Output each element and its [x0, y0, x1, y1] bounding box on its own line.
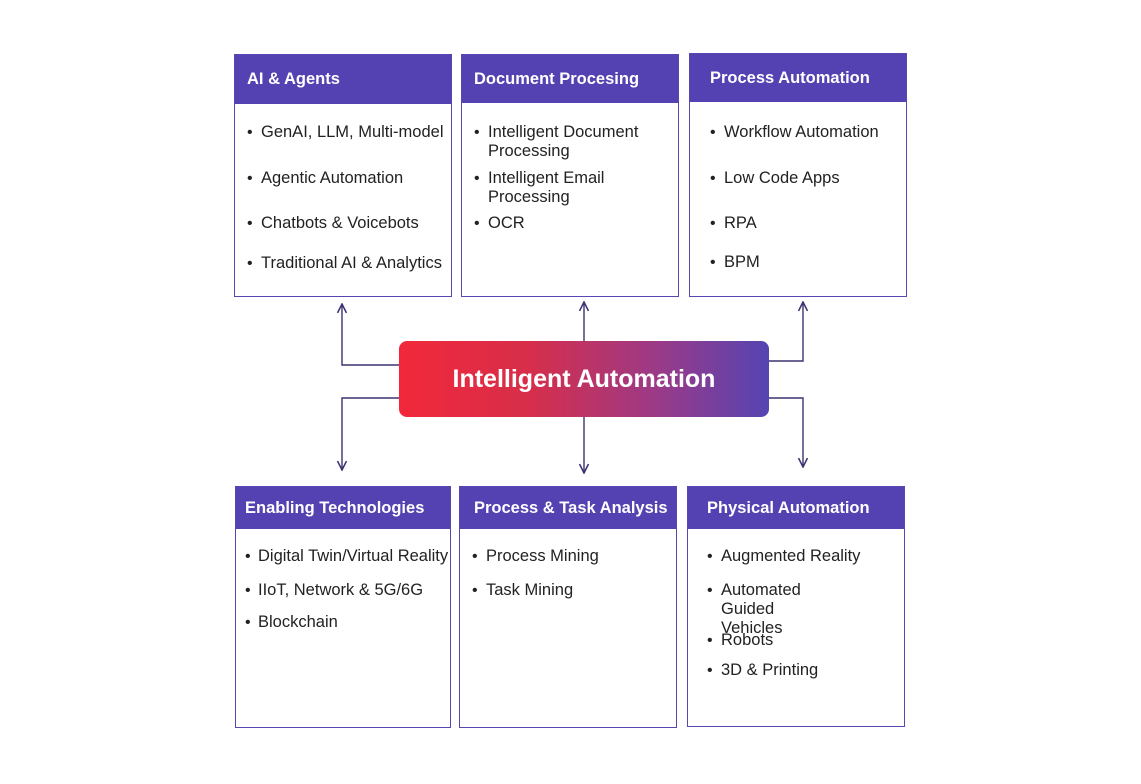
- list-item: •Augmented Reality: [707, 547, 861, 565]
- list-item: •Traditional AI & Analytics: [247, 254, 442, 272]
- list-item: •Task Mining: [472, 581, 574, 599]
- list-item: •Robots: [707, 631, 774, 649]
- box-enabling-technologies: Enabling Technologies •Digital Twin/Virt…: [235, 486, 451, 728]
- list-item: •Chatbots & Voicebots: [247, 214, 419, 232]
- box-title: Process Automation: [690, 54, 906, 102]
- connector-enabling-technologies: [342, 397, 399, 470]
- list-item: •3D & Printing: [707, 661, 819, 679]
- list-item: •Intelligent Document Processing: [474, 123, 639, 160]
- connector-process-automation: [769, 302, 803, 362]
- box-title: Enabling Technologies: [236, 487, 450, 529]
- list-item: •IIoT, Network & 5G/6G: [245, 581, 424, 599]
- list-item: •Agentic Automation: [247, 169, 404, 187]
- list-item: •Blockchain: [245, 613, 338, 631]
- box-ai-agents: AI & Agents •GenAI, LLM, Multi-model •Ag…: [234, 54, 452, 297]
- list-item: •BPM: [710, 253, 760, 271]
- connector-ai-agents: [342, 304, 399, 366]
- list-item: •Intelligent Email Processing: [474, 169, 605, 206]
- list-item: •Automated Guided Vehicles: [707, 581, 801, 637]
- box-title: Document Procesing: [462, 55, 678, 103]
- list-item: •OCR: [474, 214, 525, 232]
- box-process-automation: Process Automation •Workflow Automation …: [689, 53, 907, 297]
- box-document-processing: Document Procesing •Intelligent Document…: [461, 54, 679, 297]
- box-process-task-analysis: Process & Task Analysis •Process Mining …: [459, 486, 677, 728]
- list-item: •Digital Twin/Virtual Reality: [245, 547, 449, 565]
- box-title: Process & Task Analysis: [460, 487, 676, 529]
- list-item: •Low Code Apps: [710, 169, 840, 187]
- list-item: •Process Mining: [472, 547, 599, 565]
- box-title: Physical Automation: [688, 487, 904, 529]
- box-physical-automation: Physical Automation •Augmented Reality •…: [687, 486, 905, 727]
- list-item: •RPA: [710, 214, 757, 232]
- box-title: AI & Agents: [235, 55, 451, 104]
- connector-physical-automation: [769, 397, 803, 467]
- list-item: •Workflow Automation: [710, 123, 879, 141]
- intelligent-automation-hub: Intelligent Automation: [399, 341, 769, 417]
- list-item: •GenAI, LLM, Multi-model: [247, 123, 444, 141]
